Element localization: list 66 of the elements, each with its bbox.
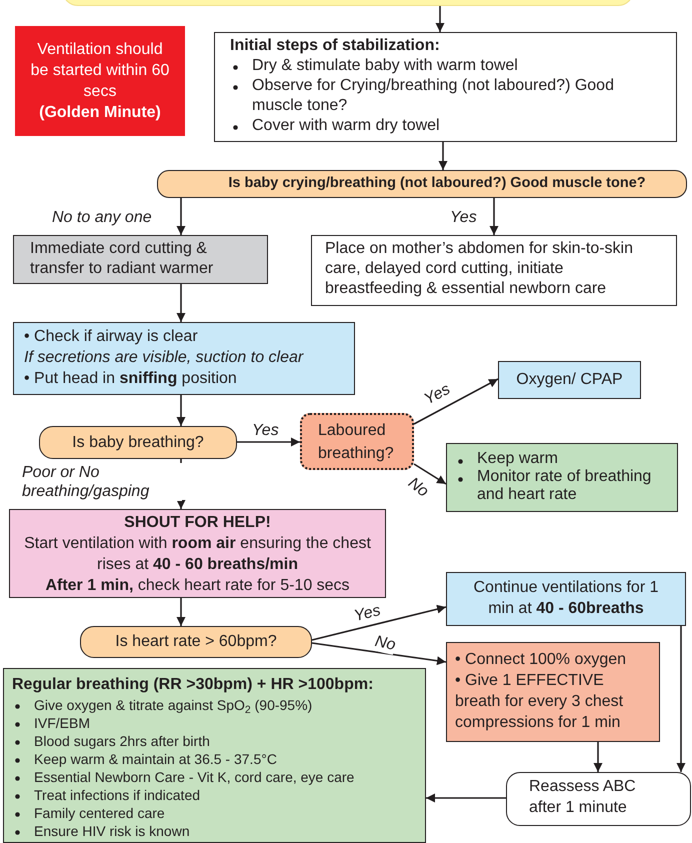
list-item: Keep warm & maintain at 36.5 - 37.5°C xyxy=(34,750,277,768)
arrow xyxy=(490,198,498,235)
arrow xyxy=(312,604,446,641)
arrow xyxy=(176,198,186,235)
box-text: Is baby crying/breathing (not laboured?) Good muscle tone? xyxy=(228,174,646,194)
edge-label: Poor or No breathing/gasping xyxy=(22,463,182,501)
process-box xyxy=(9,509,386,598)
list-item: Cover with warm dry towel xyxy=(252,116,440,136)
note-box xyxy=(15,26,185,136)
arrow xyxy=(438,142,448,170)
process-box xyxy=(13,235,268,284)
process-box xyxy=(506,772,691,826)
process-box xyxy=(13,322,355,395)
list-item: IVF/EBM xyxy=(34,714,90,732)
box-text: After 1 min, check heart rate for 5-10 secs xyxy=(44,576,351,596)
decision-box xyxy=(157,170,687,198)
process-box xyxy=(311,235,677,306)
box-text: • Put head in sniffing position xyxy=(24,369,238,389)
process-box xyxy=(498,361,641,399)
list-item: Observe for Crying/breathing (not laboured?) Good muscle tone? xyxy=(252,76,615,116)
arrow xyxy=(594,742,602,772)
box-text: Laboured breathing? xyxy=(318,420,395,464)
box-text: Reassess ABC after 1 minute xyxy=(529,777,637,818)
decision-box xyxy=(80,626,312,658)
decision-box xyxy=(39,426,237,459)
arrow xyxy=(176,395,186,426)
box-text: • Check if airway is clear xyxy=(24,327,199,347)
box-text: Immediate cord cutting & transfer to radiant warmer xyxy=(30,239,214,279)
arrow xyxy=(426,794,506,802)
list-item: Treat infections if indicated xyxy=(34,786,200,804)
box-text: If secretions are visible, suction to clear xyxy=(24,348,305,368)
arrow xyxy=(414,463,446,485)
box-heading: Regular breathing (RR >30bpm) + HR >100bpm: xyxy=(12,675,374,695)
note-text: (Golden Minute) xyxy=(39,103,161,123)
note-text: Ventilation should be started within 60 secs xyxy=(30,40,170,102)
arrow xyxy=(176,598,186,626)
box-text: Is baby breathing? xyxy=(72,432,204,452)
arrow xyxy=(176,284,186,322)
box-heading: Initial steps of stabilization: xyxy=(230,36,441,56)
list-item: Give oxygen & titrate against SpO$_{2}$ (90-95%) xyxy=(34,696,312,714)
process-box xyxy=(446,443,678,512)
box-text: • Connect 100% oxygen xyxy=(455,650,628,670)
box-text: Place on mother’s abdomen for skin-to-skin care, delayed cord cutting, initiate breastfeeding & essential newborn care xyxy=(325,239,634,299)
list-item: Family centered care xyxy=(34,804,165,822)
list-item: Keep warm xyxy=(477,450,558,468)
process-box xyxy=(446,642,660,742)
arrow xyxy=(436,6,444,32)
box-text: Continue ventilations for 1 min at 40 - 60breaths xyxy=(472,578,660,619)
list-item: Ensure HIV risk is known xyxy=(34,822,190,840)
list-item: Blood sugars 2hrs after birth xyxy=(34,732,210,750)
list-item: Monitor rate of breathing and heart rate xyxy=(477,468,652,504)
arrow xyxy=(312,642,446,666)
process-box xyxy=(3,668,426,843)
list-item: Dry & stimulate baby with warm towel xyxy=(252,56,518,76)
edge-label: No to any one xyxy=(52,208,152,227)
process-box xyxy=(214,32,677,142)
list-item: Essential Newborn Care - Vit K, cord care, eye care xyxy=(34,768,354,786)
box-text: Oxygen/ CPAP xyxy=(516,370,623,390)
box-text: Is heart rate > 60bpm? xyxy=(115,632,277,652)
arrow xyxy=(414,378,498,425)
process-box xyxy=(446,572,686,626)
box-text: • Give 1 EFFECTIVE breath for every 3 chest compressions for 1 min xyxy=(455,671,624,733)
box-heading: SHOUT FOR HELP! xyxy=(123,513,272,533)
arrow xyxy=(237,438,300,446)
arrow xyxy=(676,626,686,772)
decision-box xyxy=(300,413,414,470)
